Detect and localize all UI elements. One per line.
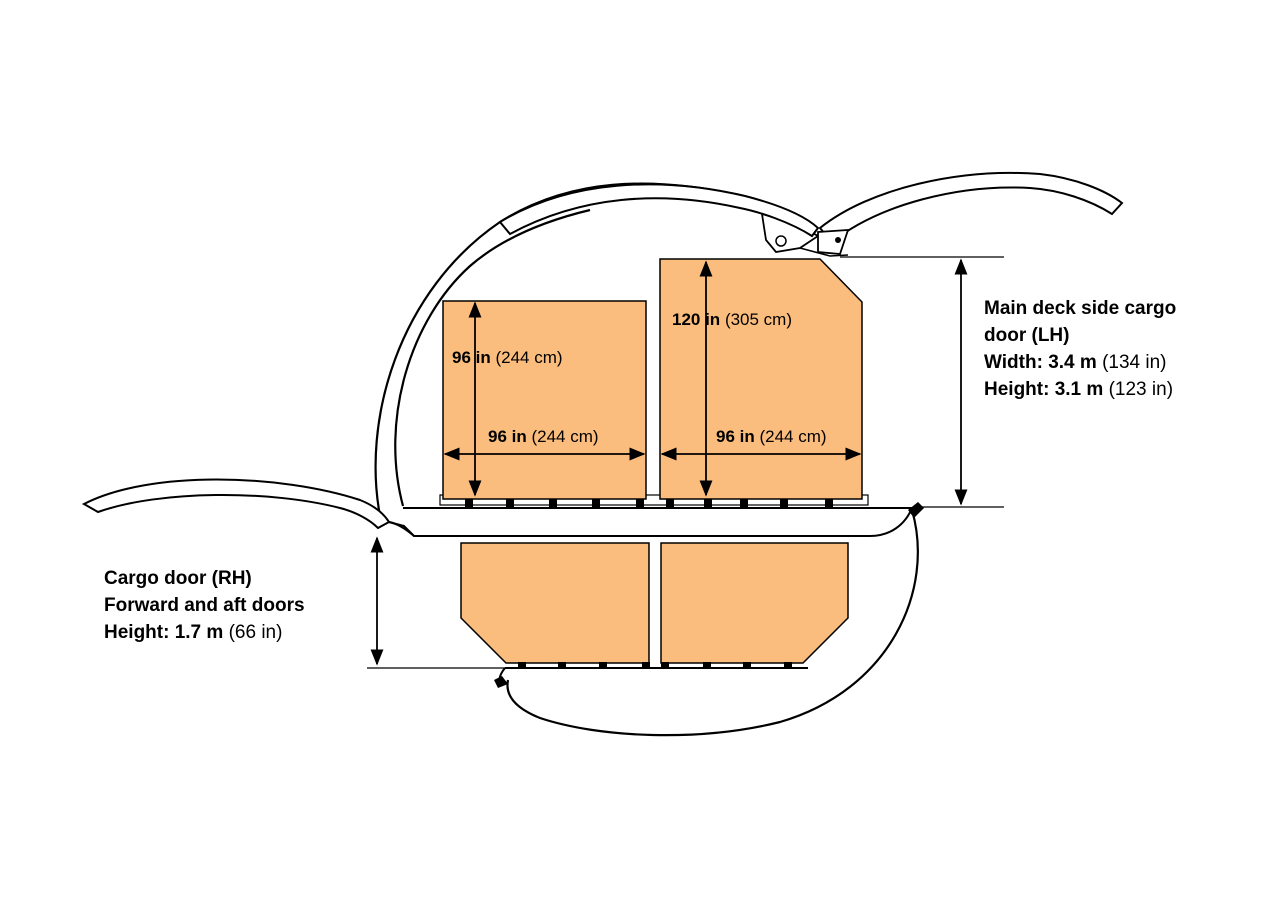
main-door-title-1: Main deck side cargo: [984, 298, 1177, 319]
fuselage-lower-contour: [506, 509, 919, 737]
main-deck-floor: [388, 507, 914, 537]
main-door-title-2: door (LH): [984, 325, 1070, 346]
main-deck-door-panel: [818, 171, 1124, 244]
floor-rollers: [465, 499, 833, 669]
lower-door-callout: Cargo door (RH) Forward and aft doors He…: [104, 568, 305, 643]
main-deck-pallet-2: [659, 258, 863, 500]
lower-door-title-2: Forward and aft doors: [104, 595, 305, 616]
pallet1-width-label: 96 in (244 cm): [488, 427, 599, 446]
lower-door-title-1: Cargo door (RH): [104, 568, 252, 589]
lower-deck-container-2: [660, 542, 849, 664]
pallet1-height-label: 96 in (244 cm): [452, 348, 563, 367]
main-deck-pallet-1: [442, 300, 647, 500]
pallet2-height-label: 120 in (305 cm): [672, 310, 793, 329]
fuselage-inner-contour: [394, 208, 591, 507]
main-door-callout: Main deck side cargo door (LH) Width: 3.…: [984, 298, 1177, 400]
lower-deck-container-1: [460, 542, 650, 664]
lower-cargo-door-panel: [81, 478, 391, 530]
pallet2-width-label: 96 in (244 cm): [716, 427, 827, 446]
